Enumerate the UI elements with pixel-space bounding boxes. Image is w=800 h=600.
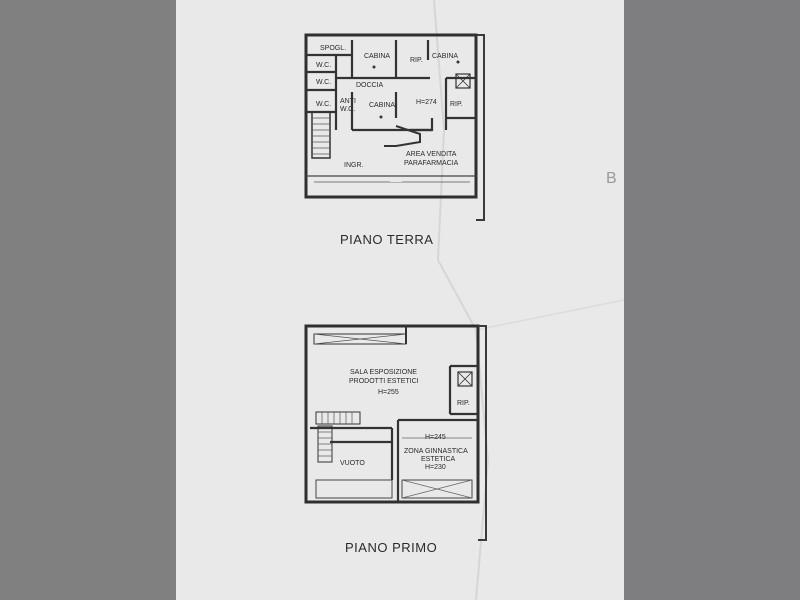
background-right <box>624 0 800 600</box>
room-label-cabina: CABINA <box>364 53 390 60</box>
height-label: H=274 <box>416 99 437 106</box>
first-floor-plan: SALA ESPOSIZIONE PRODOTTI ESTETICI H=255… <box>304 324 487 541</box>
room-label-wc: W.C. <box>316 101 331 108</box>
ground-floor-stair <box>311 111 331 159</box>
room-label-rip: RIP. <box>410 57 423 64</box>
room-label-estetica: ESTETICA <box>421 456 456 463</box>
ground-floor-right-extension <box>476 34 485 221</box>
fixture-dot <box>456 60 460 64</box>
ground-floor-title: PIANO TERRA <box>340 232 434 247</box>
room-label-rip: RIP. <box>450 101 463 108</box>
room-label-wc: W.C. <box>316 79 331 86</box>
lower-beam-right <box>401 479 473 499</box>
first-floor-title: PIANO PRIMO <box>345 540 438 555</box>
first-floor-internal-walls <box>310 364 478 502</box>
lift-box <box>455 73 471 89</box>
lower-beam-left <box>315 479 393 499</box>
room-label-rip: RIP. <box>457 400 470 407</box>
ground-floor-outer-wall <box>304 33 478 199</box>
room-label-anti: ANTI <box>340 98 356 105</box>
room-label-area-vendita: AREA VENDITA <box>406 151 457 158</box>
room-label-spogl: SPOGL. <box>320 45 346 52</box>
room-label-zona-ginnastica: ZONA GINNASTICA <box>404 448 468 455</box>
room-label-sala-esposizione: SALA ESPOSIZIONE <box>350 369 417 376</box>
room-label-cabina: CABINA <box>432 53 458 60</box>
room-label-doccia: DOCCIA <box>356 82 384 89</box>
reception-counter <box>384 125 421 147</box>
background-left <box>0 0 176 600</box>
first-floor-right-extension <box>478 325 487 541</box>
fixture-dot <box>379 115 383 119</box>
room-label-anti-wc: W.C. <box>340 106 355 113</box>
room-label-vuoto: VUOTO <box>340 460 365 467</box>
room-label-prodotti-estetici: PRODOTTI ESTETICI <box>349 378 419 385</box>
lift-box <box>457 371 473 387</box>
room-label-wc: W.C. <box>316 62 331 69</box>
room-label-ingr: INGR. <box>344 162 364 169</box>
edge-mark: B <box>606 170 617 187</box>
first-floor-stair <box>315 411 361 425</box>
height-label: H=245 <box>425 434 446 441</box>
room-label-parafarmacia: PARAFARMACIA <box>404 160 459 167</box>
ground-floor-plan: SPOGL. W.C. W.C. W.C. ANTI W.C. DOCCIA C… <box>304 33 485 221</box>
height-label: H=255 <box>378 389 399 396</box>
height-label: H=230 <box>425 464 446 471</box>
ground-floor-internal-walls <box>306 40 476 132</box>
fixture-dot <box>372 65 376 69</box>
room-label-cabina: CABINA <box>369 102 395 109</box>
